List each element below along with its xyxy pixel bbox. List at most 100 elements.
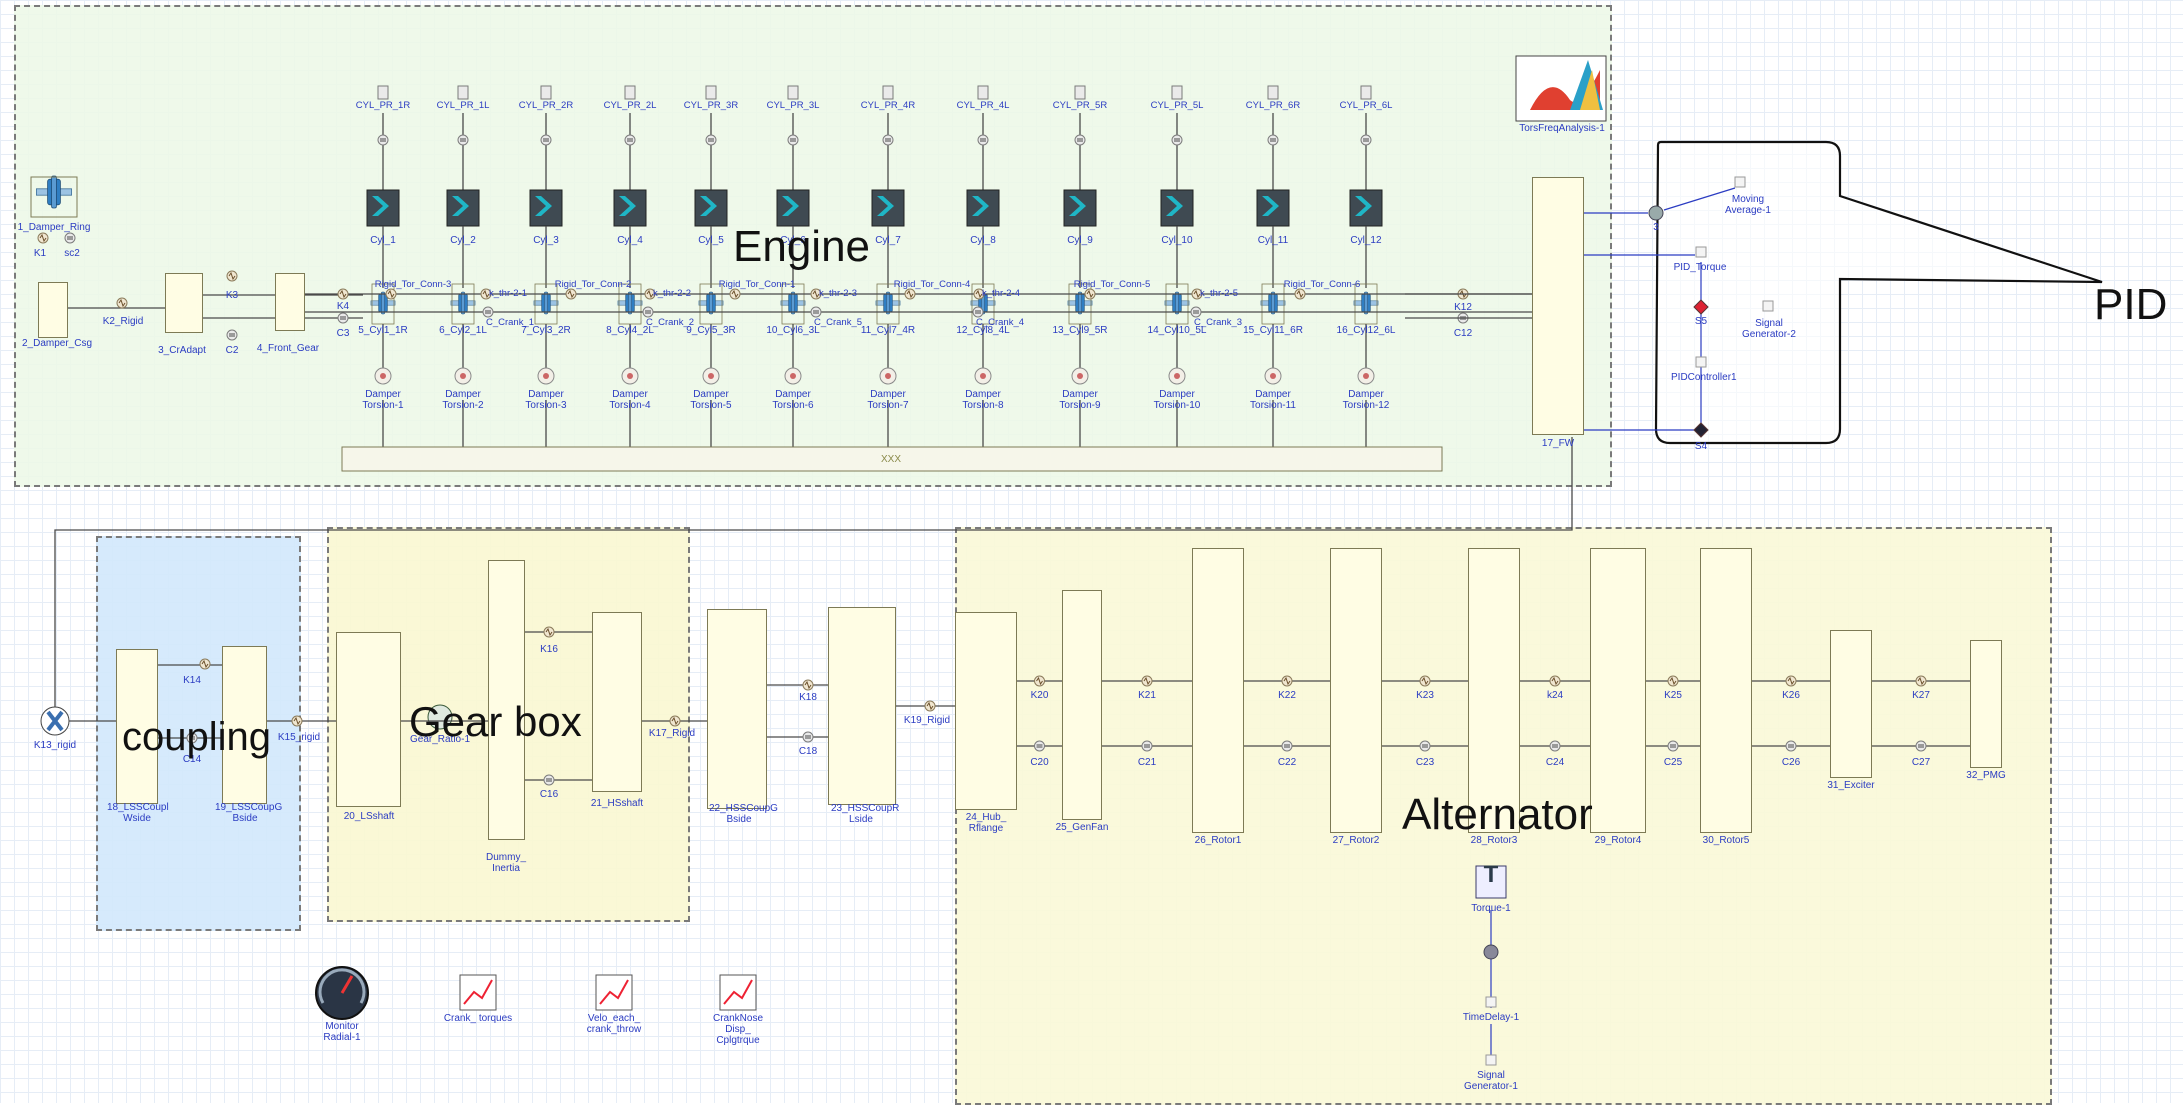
alternator-spring-icon — [1141, 675, 1153, 687]
spring-icon — [802, 679, 814, 691]
hsshaft-label: 21_HSshaft — [590, 798, 644, 809]
plot-monitor-icon — [719, 974, 757, 1011]
flywheel-label: 17_FW — [1541, 438, 1575, 449]
spring-zigzag-icon — [1193, 289, 1201, 299]
alternator-damper-icon — [1667, 740, 1679, 752]
engine-group-label: Engine — [733, 222, 871, 271]
alternator-rotor5-block[interactable] — [1700, 548, 1752, 833]
pressure-source-label: CYL_PR_4R — [860, 100, 916, 111]
front-gear-block[interactable] — [275, 273, 305, 331]
spring-zigzag-icon — [1787, 676, 1795, 686]
alternator-hub-block[interactable] — [955, 612, 1017, 810]
pressure-source-label: CYL_PR_6L — [1339, 100, 1393, 111]
spring-zigzag-icon — [387, 289, 395, 299]
pressure-source-label: CYL_PR_3R — [683, 100, 739, 111]
cylinder-label: Cyl_2 — [450, 235, 476, 246]
crank-spring-icon — [565, 288, 577, 300]
spring-icon — [543, 626, 555, 638]
plot-monitor-icon — [595, 974, 633, 1011]
spring-zigzag-icon — [228, 271, 236, 281]
damper-piston-icon — [485, 310, 491, 314]
alternator-rotor1-block[interactable] — [1192, 548, 1244, 833]
crank-label: 6_Cyl2_1L — [439, 325, 487, 336]
crank-damper-icon — [482, 306, 494, 318]
pressure-source-icon — [977, 85, 989, 100]
damper-piston-icon — [546, 778, 552, 782]
pid-torque-label: PID_Torque — [1673, 262, 1727, 273]
pressure-source-icon — [377, 85, 389, 100]
spring-icon — [291, 715, 303, 727]
alternator-damper-label: C20 — [1030, 757, 1049, 768]
alternator-rotor4-block[interactable] — [1590, 548, 1646, 833]
alternator-genfan-block[interactable] — [1062, 590, 1102, 820]
crank-spring-icon — [1084, 288, 1096, 300]
spring-label: K17_Rigid — [648, 728, 696, 739]
damper-icon — [337, 312, 349, 324]
hss-coupling-l-block[interactable] — [828, 607, 896, 805]
spring-zigzag-icon — [293, 716, 301, 726]
crank-label: 15_Cyl11_6R — [1243, 325, 1303, 336]
crank-label: 5_Cyl1_1R — [358, 325, 408, 336]
damper-piston-icon — [645, 310, 651, 314]
alternator-exciter-block[interactable] — [1830, 630, 1872, 778]
alternator-pmg-block[interactable] — [1970, 640, 2002, 768]
damper-ring-icon — [35, 175, 73, 209]
alternator-exciter-label: 31_Exciter — [1827, 780, 1875, 791]
lss-coupling-b-label: 19_LSSCoupG Bside — [215, 802, 283, 824]
crank-coupling-label: k_thr-2-5 — [1199, 288, 1239, 299]
lsshaft-label: 20_LSshaft — [343, 811, 395, 822]
spring-zigzag-icon — [39, 233, 47, 243]
damper-casing-block[interactable] — [38, 282, 68, 338]
pressure-port-icon — [1267, 134, 1279, 146]
torsion-damper-label: Damper Torsion-6 — [772, 389, 814, 411]
alternator-damper-label: C23 — [1415, 757, 1435, 768]
pressure-port-icon — [1360, 134, 1372, 146]
pressure-port-icon — [977, 134, 989, 146]
torsion-damper-center-icon — [1270, 373, 1276, 379]
damper-casing-label: 2_Damper_Csg — [21, 338, 93, 349]
engine-group[interactable] — [14, 5, 1612, 487]
crank-throw-icon — [1164, 291, 1190, 315]
torsion-damper-label: Damper Torsion-4 — [609, 389, 651, 411]
cylinder-chevron-icon — [1166, 196, 1183, 216]
coupling-group-label: coupling — [122, 715, 272, 759]
torsion-damper-center-icon — [627, 373, 633, 379]
analysis-label: TorsFreqAnalysis-1 — [1519, 123, 1605, 134]
pressure-port-icon — [1074, 134, 1086, 146]
pressure-source-icon — [787, 85, 799, 100]
lsshaft-block[interactable] — [336, 632, 401, 807]
damper-piston-icon — [1077, 138, 1083, 142]
cylinder-label: Cyl_12 — [1350, 235, 1382, 246]
alternator-spring-label: K26 — [1782, 690, 1800, 701]
torsion-damper-label: Damper Torsion-8 — [962, 389, 1004, 411]
crank-throw-icon — [617, 291, 643, 315]
torsion-damper-center-icon — [1077, 373, 1083, 379]
pid-s5-label: S5 — [1694, 316, 1708, 327]
pressure-source-label: CYL_PR_3L — [766, 100, 820, 111]
pressure-port-icon — [787, 134, 799, 146]
disc-hub-icon — [709, 291, 713, 315]
alternator-damper-icon — [1549, 740, 1561, 752]
alternator-rotor3-block[interactable] — [1468, 548, 1520, 833]
damper-piston-icon — [708, 138, 714, 142]
crank-throw-icon — [875, 291, 901, 315]
hss-coupling-b-block[interactable] — [707, 609, 767, 809]
cylinder-chevron-icon — [972, 196, 989, 216]
hsshaft-block[interactable] — [592, 612, 642, 792]
spring-zigzag-icon — [545, 627, 553, 637]
disc-hub-icon — [1175, 291, 1179, 315]
spring-label: K16 — [540, 644, 558, 655]
crank-damper-icon — [642, 306, 654, 318]
cylinder-label: Cyl_1 — [370, 235, 396, 246]
pressure-source-icon — [1360, 85, 1372, 100]
dummy-inertia-block[interactable] — [488, 560, 525, 840]
cradapt-block[interactable] — [165, 273, 203, 333]
lss-coupling-b-block[interactable] — [222, 646, 267, 804]
damper-piston-icon — [1788, 744, 1794, 748]
flywheel-block[interactable] — [1532, 177, 1584, 435]
lss-coupling-w-block[interactable] — [116, 649, 158, 804]
alternator-rotor2-block[interactable] — [1330, 548, 1382, 833]
disc-hub-icon — [1271, 291, 1275, 315]
damper-bus-bar — [341, 446, 1443, 472]
